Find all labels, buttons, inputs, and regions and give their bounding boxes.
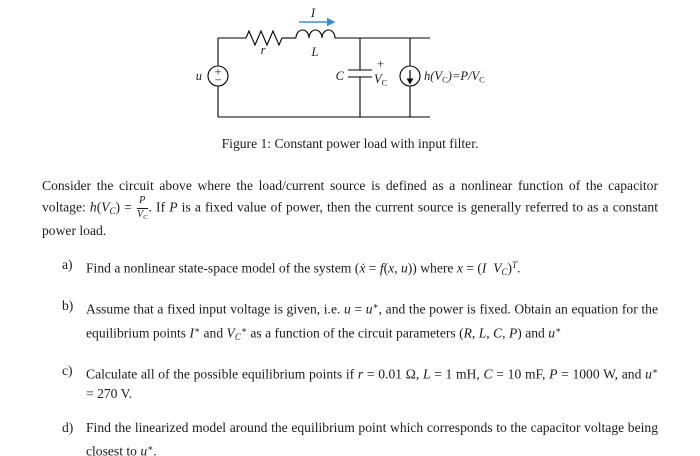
capacitor-voltage-label: VC — [374, 72, 388, 88]
item-label: c) — [62, 362, 73, 378]
item-label: b) — [62, 298, 74, 314]
item-text: Find a nonlinear state-space model of th… — [86, 260, 521, 278]
capacitor-polarity-plus: + — [377, 57, 384, 71]
source-plus-sign: + — [214, 65, 221, 79]
item-text: Find the linearized model around the equ… — [86, 420, 658, 456]
voltage-source: + − u — [196, 38, 229, 117]
resistor-label: r — [261, 43, 266, 57]
circuit-diagram: I r L + − u — [196, 6, 485, 118]
load-label-sub2: C — [479, 75, 485, 85]
capacitor-label: C — [336, 69, 345, 83]
intro-paragraph: Consider the circuit above where the loa… — [42, 178, 658, 239]
down-arrowhead-icon — [406, 78, 414, 85]
cap-voltage-subscript: C — [382, 78, 388, 88]
right-arrowhead-icon — [327, 17, 336, 27]
resistor-symbol — [245, 29, 283, 47]
source-minus-sign: − — [214, 73, 221, 87]
inductor-label: L — [311, 45, 319, 59]
question-item-b: b) Assume that a fixed input voltage is … — [42, 296, 658, 346]
question-item-c: c) Calculate all of the possible equilib… — [42, 361, 658, 404]
current-arrow: I — [299, 6, 336, 27]
question-list: a) Find a nonlinear state-space model of… — [42, 255, 658, 456]
load-label-pre: h(V — [424, 69, 443, 83]
document-body: Consider the circuit above where the loa… — [42, 176, 658, 456]
item-text: Calculate all of the possible equilibriu… — [86, 365, 658, 402]
load-label-mid: )=P/V — [447, 69, 481, 83]
inductor-symbol — [295, 29, 336, 39]
question-item-a: a) Find a nonlinear state-space model of… — [42, 255, 658, 282]
current-source: h(VC)=P/VC — [399, 38, 485, 117]
load-function-label: h(VC)=P/VC — [424, 69, 485, 85]
load-label-sub1: C — [442, 75, 448, 85]
cap-voltage-symbol: V — [374, 72, 383, 86]
circuit-figure: I r L + − u — [0, 0, 700, 152]
current-label: I — [310, 6, 316, 20]
item-label: d) — [62, 420, 74, 436]
question-item-d: d) Find the linearized model around the … — [42, 418, 658, 456]
capacitor: C + VC — [336, 38, 388, 117]
figure-caption: Figure 1: Constant power load with input… — [221, 136, 479, 151]
item-label: a) — [62, 257, 73, 273]
item-text: Assume that a fixed input voltage is giv… — [86, 301, 658, 342]
input-voltage-label: u — [196, 69, 202, 83]
